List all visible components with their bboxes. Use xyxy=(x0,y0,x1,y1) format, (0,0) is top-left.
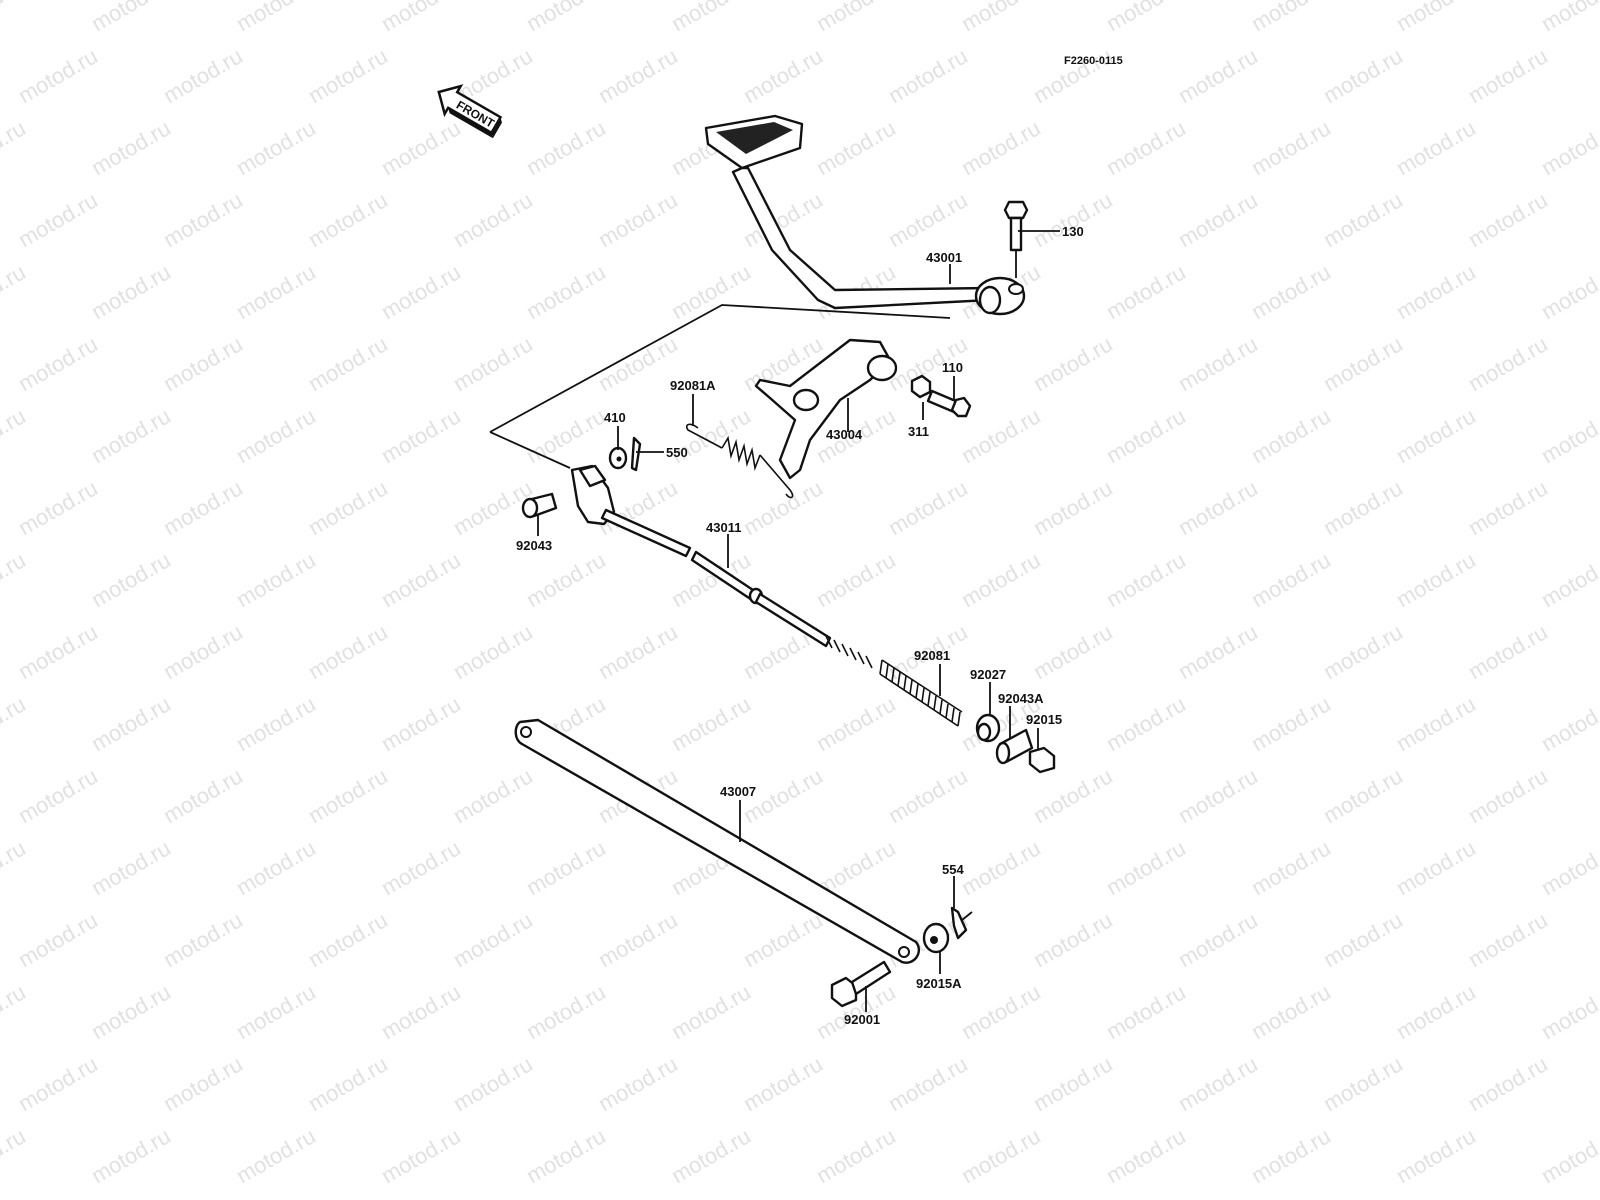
leader-lines xyxy=(537,230,1060,1012)
label-43007: 43007 xyxy=(720,784,756,799)
label-311: 311 xyxy=(908,424,929,439)
label-92001: 92001 xyxy=(844,1012,880,1027)
diagram-code: F2260-0115 xyxy=(1064,55,1123,67)
part-92081A[interactable] xyxy=(685,423,794,499)
part-550[interactable] xyxy=(630,436,642,472)
label-92081A: 92081A xyxy=(670,378,716,393)
pedal-pad-grid xyxy=(716,122,793,154)
label-92043A: 92043A xyxy=(998,691,1044,706)
front-arrow-icon: FRONT xyxy=(437,84,503,139)
assembly-outline xyxy=(489,304,951,433)
assembly-outline-lower xyxy=(489,431,571,469)
label-110: 110 xyxy=(942,360,963,375)
part-labels: 130 43001 110 311 43004 92081A 410 550 9… xyxy=(516,224,1084,1027)
part-554[interactable] xyxy=(950,906,973,940)
part-43004[interactable] xyxy=(754,338,898,480)
label-92027: 92027 xyxy=(970,667,1006,682)
part-43011[interactable] xyxy=(600,508,873,669)
part-311[interactable] xyxy=(910,374,932,399)
label-43004: 43004 xyxy=(826,427,863,442)
part-43007[interactable] xyxy=(514,718,921,964)
part-92043[interactable] xyxy=(521,492,558,519)
part-92015A[interactable] xyxy=(922,922,950,954)
label-92081: 92081 xyxy=(914,648,950,663)
label-43001: 43001 xyxy=(926,250,962,265)
rod-clevis xyxy=(570,464,616,526)
part-92043A[interactable] xyxy=(995,728,1034,765)
label-550: 550 xyxy=(666,445,688,460)
label-92015A: 92015A xyxy=(916,976,962,991)
part-92001[interactable] xyxy=(830,960,892,1008)
label-92015: 92015 xyxy=(1026,712,1062,727)
label-43011: 43011 xyxy=(706,520,741,535)
part-43001[interactable] xyxy=(704,114,1026,316)
label-130: 130 xyxy=(1062,224,1084,239)
part-110[interactable] xyxy=(926,389,972,418)
part-92015[interactable] xyxy=(1028,746,1056,774)
label-554: 554 xyxy=(942,862,964,877)
part-92027[interactable] xyxy=(975,713,1001,743)
part-410[interactable] xyxy=(608,446,628,470)
label-410: 410 xyxy=(604,410,626,425)
label-92043: 92043 xyxy=(516,538,552,553)
part-130[interactable] xyxy=(1003,200,1029,278)
part-92081[interactable] xyxy=(879,659,963,727)
